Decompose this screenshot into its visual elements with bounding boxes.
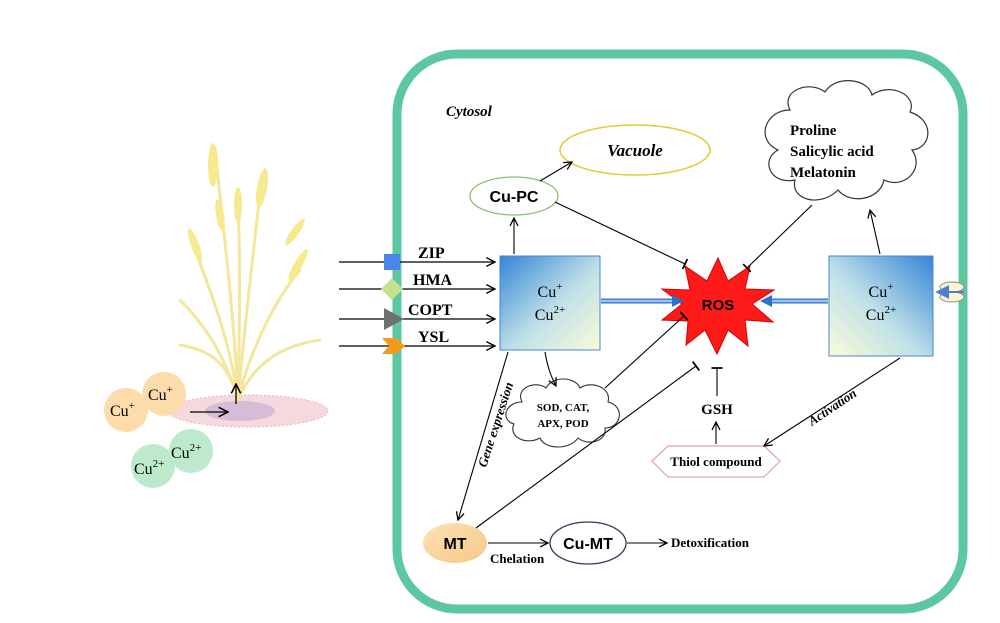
zip-square-icon: [384, 254, 400, 270]
zip-label: ZIP: [418, 245, 445, 262]
cu-box-right-line1: Cu+: [869, 281, 894, 301]
antioxidants-inhibit-ros: [604, 311, 689, 389]
copt-triangle-icon: [384, 308, 404, 330]
osmolyte-proline: Proline: [790, 123, 837, 139]
mt-label: MT: [443, 536, 466, 553]
vacuole: [559, 124, 711, 176]
cu-to-ros-arrow-left: [601, 295, 684, 307]
mt-inhibits-ros: [475, 361, 700, 529]
cu-plus-label-2: Cu+: [148, 384, 173, 404]
thiol-compound-label: Thiol compound: [670, 454, 762, 469]
vacuole-label: Vacuole: [607, 141, 663, 160]
ysl-label: YSL: [418, 329, 449, 346]
transporters: ZIP HMA COPT YSL: [339, 245, 495, 354]
copt-label: COPT: [408, 302, 453, 319]
osmolyte-salicylic-acid: Salicylic acid: [790, 144, 874, 160]
cu-box-left: [499, 255, 601, 351]
cu-to-antioxidants-arrow: [544, 351, 556, 386]
cu-pc-node: [469, 176, 559, 216]
antioxidants-line1: SOD, CAT,: [537, 402, 590, 414]
plant-stems: [178, 148, 322, 402]
ysl-chevron-icon: [382, 338, 405, 354]
cu-plus-circle-2: [142, 372, 186, 416]
gsh-label: GSH: [701, 402, 733, 418]
root-zone: [205, 401, 275, 421]
cu-plus-label-1: Cu+: [110, 400, 135, 420]
cu-box-left-line1: Cu+: [538, 281, 563, 301]
cu-box-right-line2: Cu2+: [866, 304, 896, 324]
cu-2plus-label-2: Cu2+: [171, 442, 201, 462]
cu-2plus-label-1: Cu2+: [134, 458, 164, 478]
ros-star: [660, 256, 776, 356]
hma-label: HMA: [413, 272, 453, 289]
cupc-to-vacuole-arrow: [539, 162, 572, 182]
antioxidants-line2: APX, POD: [537, 418, 588, 430]
cu-to-ros-arrow-right: [760, 295, 828, 307]
plant-panicles: [187, 143, 308, 281]
cu-2plus-circle-2: [169, 429, 213, 473]
plant-illustration: [167, 143, 329, 428]
cu-pc-label: Cu-PC: [490, 189, 539, 206]
cu-to-mt-arrow: [458, 351, 509, 520]
detoxification-label: Detoxification: [671, 535, 750, 550]
soil-ions: Cu+ Cu+ Cu2+ Cu2+: [104, 372, 213, 488]
chelation-label: Chelation: [490, 551, 545, 566]
thiol-compound-node: [651, 445, 781, 478]
cu-mt-node: [549, 521, 627, 565]
cytosol-label: Cytosol: [446, 104, 493, 120]
cu-mt-label: Cu-MT: [563, 536, 613, 553]
cu-2plus-circle-1: [131, 444, 175, 488]
hma-diamond-icon: [381, 278, 403, 300]
cu-box-right: [828, 255, 934, 357]
osmolyte-melatonin: Melatonin: [790, 165, 856, 181]
osmolytes-inhibit-ros: [742, 204, 813, 273]
cu-plus-circle-1: [104, 388, 148, 432]
cu-to-osmolytes-arrow: [870, 210, 881, 255]
mt-node: [423, 523, 487, 563]
cu-activates-thiol-arrow: [764, 357, 901, 446]
ros-label: ROS: [702, 297, 735, 314]
cu-box-left-line2: Cu2+: [535, 304, 565, 324]
osmolytes-cloud: [764, 80, 929, 201]
cupc-inhibits-ros: [554, 201, 689, 270]
pathway-edges: [458, 162, 901, 543]
